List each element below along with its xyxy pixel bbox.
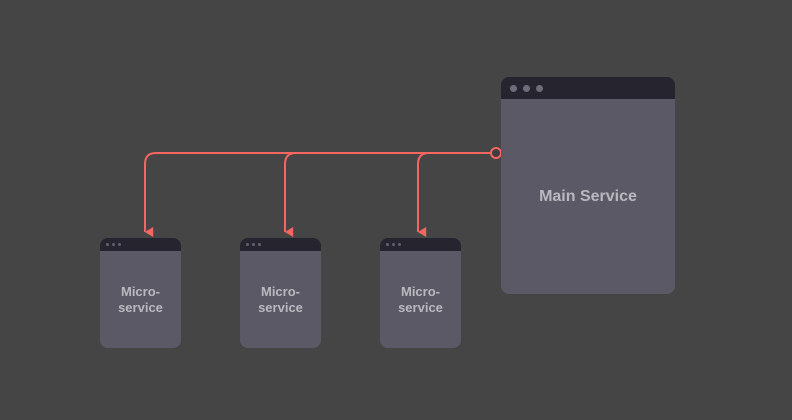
- microservice-2-label: Micro-service: [258, 283, 303, 315]
- microservice-3-body: Micro-service: [380, 251, 461, 348]
- window-dot-icon: [246, 243, 249, 246]
- window-dot-icon: [252, 243, 255, 246]
- microservice-2-body: Micro-service: [240, 251, 321, 348]
- window-dot-icon: [386, 243, 389, 246]
- connector-branch-2: [284, 152, 460, 237]
- microservice-3-node[interactable]: Micro-service: [380, 238, 461, 348]
- microservice-2-node[interactable]: Micro-service: [240, 238, 321, 348]
- connector-branch-3: [417, 152, 490, 237]
- main-service-body: Main Service: [501, 99, 675, 294]
- window-dots: [386, 243, 401, 246]
- microservice-3-label: Micro-service: [398, 283, 443, 315]
- window-dot-icon: [112, 243, 115, 246]
- microservice-2-titlebar: [240, 238, 321, 251]
- microservice-1-label: Micro-service: [118, 283, 163, 315]
- source-port-icon: [490, 147, 502, 159]
- main-service-node[interactable]: Main Service: [501, 77, 675, 294]
- window-dots: [106, 243, 121, 246]
- window-dots: [246, 243, 261, 246]
- window-dot-icon: [392, 243, 395, 246]
- microservice-1-body: Micro-service: [100, 251, 181, 348]
- window-dots: [510, 84, 543, 92]
- microservice-3-titlebar: [380, 238, 461, 251]
- window-dot-icon: [536, 84, 543, 92]
- main-service-label: Main Service: [539, 187, 637, 205]
- microservice-1-titlebar: [100, 238, 181, 251]
- microservice-1-node[interactable]: Micro-service: [100, 238, 181, 348]
- window-dot-icon: [523, 84, 530, 92]
- window-dot-icon: [398, 243, 401, 246]
- connector-branch-1: [144, 152, 496, 237]
- window-dot-icon: [106, 243, 109, 246]
- window-dot-icon: [118, 243, 121, 246]
- window-dot-icon: [258, 243, 261, 246]
- window-dot-icon: [510, 84, 517, 92]
- main-service-titlebar: [501, 77, 675, 99]
